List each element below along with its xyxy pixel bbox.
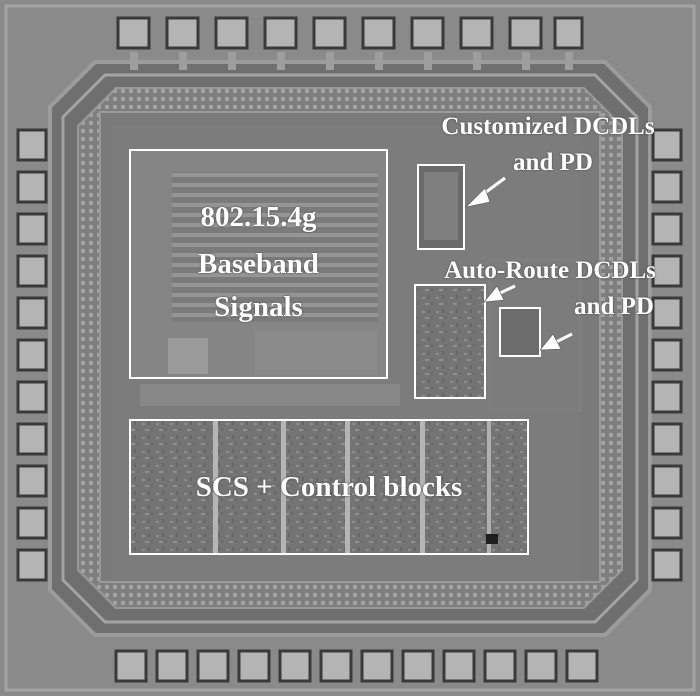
- autoroute-pd-arrow: [539, 332, 573, 351]
- autoroute-dcdl-box: [414, 284, 486, 399]
- autoroute-label-line2: and PD: [574, 293, 654, 320]
- customized-arrow: [465, 176, 506, 208]
- baseband-label-line3: Signals: [214, 291, 303, 323]
- customized-dcdl-box: [417, 164, 465, 250]
- autoroute-label-line1: Auto-Route DCDLs: [444, 257, 656, 284]
- customized-label-line2: and PD: [513, 149, 593, 176]
- left-pad-column: [16, 128, 48, 582]
- bottom-pad-row: [114, 649, 599, 683]
- customized-label-line1: Customized DCDLs: [441, 113, 655, 140]
- scs-label: SCS + Control blocks: [195, 471, 463, 503]
- baseband-label-line1: 802.15.4g: [200, 201, 317, 233]
- autoroute-pd-box: [499, 307, 541, 357]
- baseband-label-line2: Baseband: [198, 248, 319, 280]
- top-pad-row: [116, 16, 584, 50]
- right-pad-column: [651, 128, 683, 582]
- autoroute-dcdl-arrow: [483, 284, 516, 303]
- scs-box: [129, 419, 529, 555]
- baseband-box: [129, 149, 388, 379]
